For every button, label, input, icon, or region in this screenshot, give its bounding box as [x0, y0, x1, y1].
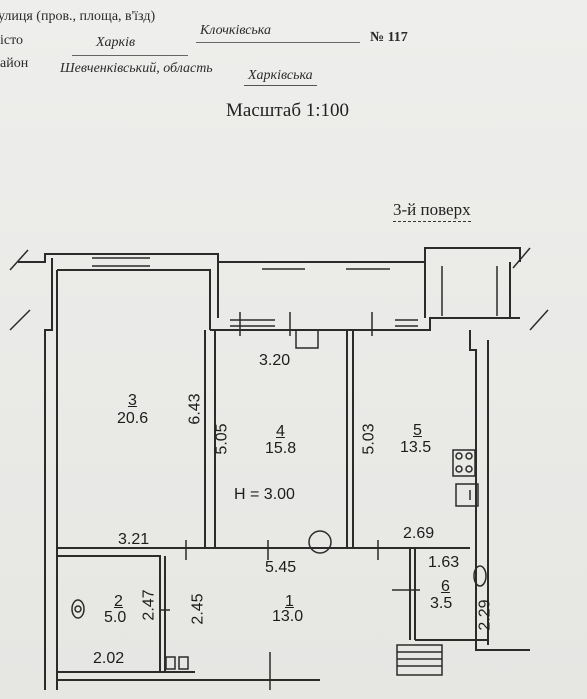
dim-room5-height: 5.03: [360, 423, 378, 455]
dim-room4-height: 5.05: [213, 423, 231, 455]
room-3-number: 3: [128, 392, 137, 409]
dim-room6-height: 2.29: [476, 599, 494, 631]
room-6-number: 6: [441, 578, 450, 595]
scale-label: Масштаб 1:100: [226, 100, 350, 121]
room-6-area: 3.5: [430, 595, 453, 612]
room-4-number: 4: [276, 423, 285, 440]
dim-room3-height: 6.43: [186, 393, 204, 425]
room-3-area: 20.6: [117, 410, 149, 427]
room-5-number: 5: [413, 422, 422, 439]
room-1-number: 1: [285, 593, 294, 610]
dim-room4-top: 3.20: [259, 352, 291, 369]
district-prefix: айон: [0, 56, 29, 71]
street-underline: [196, 42, 360, 43]
floor-label: 3-й поверх: [393, 200, 471, 222]
city-underline: [72, 55, 188, 56]
house-number: № 117: [370, 30, 408, 45]
room-2-area: 5.0: [104, 609, 127, 626]
city-value: Харків: [96, 35, 136, 50]
district-value: Шевченківський, область: [60, 61, 213, 76]
ceiling-height: H = 3.00: [234, 486, 295, 503]
street-prefix: улиця (пров., площа, в'їзд): [0, 9, 156, 24]
floor-plan: [9, 247, 549, 690]
room-1-area: 13.0: [272, 608, 304, 625]
oblast-value: Харківська: [244, 68, 317, 86]
dim-room2-height: 2.47: [140, 589, 158, 621]
dim-corridor-width: 5.45: [265, 559, 297, 576]
dim-room2-width: 2.02: [93, 650, 125, 667]
dim-corridor-height: 2.45: [189, 593, 207, 625]
room-5-area: 13.5: [400, 439, 432, 456]
city-prefix: істо: [0, 33, 24, 48]
room-2-number: 2: [114, 593, 123, 610]
dim-room3-bottom: 3.21: [118, 531, 150, 548]
street-value: Клочківська: [200, 23, 272, 38]
dim-room5-bottom: 2.69: [403, 525, 435, 542]
room-4-area: 15.8: [265, 440, 297, 457]
dim-room6-width: 1.63: [428, 554, 460, 571]
